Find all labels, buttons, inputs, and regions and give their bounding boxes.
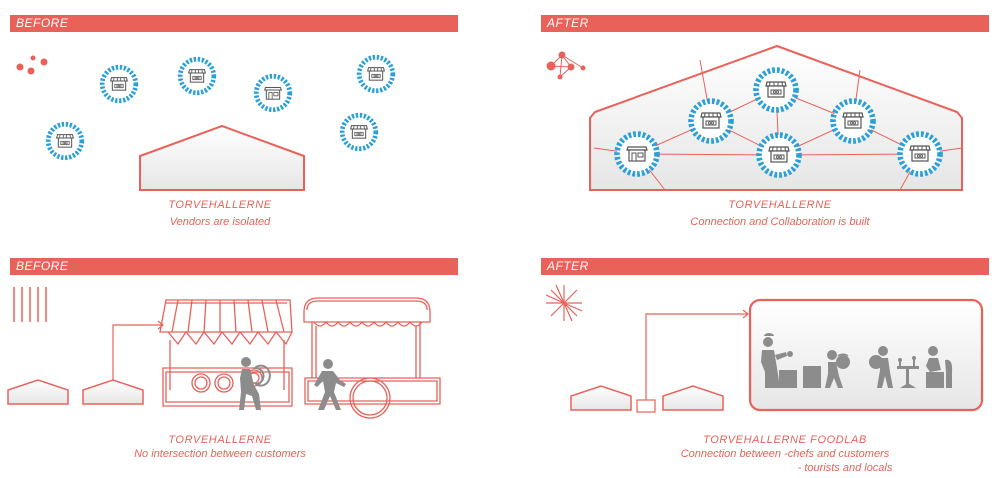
prep-counter-icon xyxy=(779,366,821,388)
caption-bottom-right: TORVEHALLERNE FOODLAB Connection between… xyxy=(640,433,930,475)
header-bar-before-top: BEFORE xyxy=(10,15,458,32)
header-label: BEFORE xyxy=(16,16,69,30)
caption-title: TORVEHALLERNE xyxy=(168,199,272,211)
caption-top-right: TORVEHALLERNE Connection and Collaborati… xyxy=(640,198,920,229)
foodlab-link xyxy=(636,309,749,413)
scattered-dots-icon xyxy=(16,55,48,75)
small-hall-2 xyxy=(82,379,144,405)
person-walking-icon-2 xyxy=(314,359,346,410)
small-hall-4 xyxy=(662,385,724,411)
hall-outline xyxy=(139,124,305,191)
vendor-isolated-1 xyxy=(102,67,136,101)
market-stall-large-2 xyxy=(303,297,441,419)
person-walking-icon-1 xyxy=(239,357,271,410)
caption-bottom-left: TORVEHALLERNE No intersection between cu… xyxy=(100,433,340,461)
header-bar-after-bottom: AFTER xyxy=(541,258,989,275)
caption-subtitle: Connection between -chefs and customers xyxy=(680,448,890,460)
header-bar-after-top: AFTER xyxy=(541,15,989,32)
caption-subtitle: Connection and Collaboration is built xyxy=(690,216,870,228)
header-label: AFTER xyxy=(547,259,589,273)
caption-title: TORVEHALLERNE FOODLAB xyxy=(703,434,867,446)
vendor-connected-5 xyxy=(833,101,873,141)
vendor-isolated-2 xyxy=(180,59,214,93)
market-stall-large-1 xyxy=(159,299,293,407)
header-label: BEFORE xyxy=(16,259,69,273)
vendor-connected-2 xyxy=(691,101,731,141)
vendor-connected-1 xyxy=(617,134,657,174)
vendor-isolated-4 xyxy=(359,57,393,91)
caption-title: TORVEHALLERNE xyxy=(728,199,832,211)
vendor-isolated-5 xyxy=(48,124,82,158)
caption-top-left: TORVEHALLERNE Vendors are isolated xyxy=(100,198,340,229)
vendor-isolated-3 xyxy=(256,76,290,110)
small-hall-1 xyxy=(7,379,69,405)
cafe-table-icon xyxy=(897,356,919,388)
caption-title: TORVEHALLERNE xyxy=(168,434,272,446)
small-hall-3 xyxy=(570,385,632,411)
vendor-isolated-6 xyxy=(342,115,376,149)
caption-subtitle-2: - tourists and locals xyxy=(797,462,893,474)
customer-with-bag-icon xyxy=(825,350,850,388)
vendor-connected-3 xyxy=(756,70,796,110)
chef-icon xyxy=(761,333,793,388)
vendor-connected-6 xyxy=(900,134,940,174)
header-bar-before-bottom: BEFORE xyxy=(10,258,458,275)
header-label: AFTER xyxy=(547,16,589,30)
path-arrow xyxy=(112,320,164,380)
seated-diner-icon xyxy=(926,346,953,388)
starburst-icon xyxy=(545,284,583,322)
caption-subtitle: No intersection between customers xyxy=(134,448,306,460)
caption-subtitle: Vendors are isolated xyxy=(169,216,271,228)
network-icon xyxy=(546,51,586,80)
parallel-lines-icon xyxy=(13,287,47,322)
tourist-with-backpack-icon xyxy=(869,346,893,388)
vendor-connected-4 xyxy=(759,135,799,175)
